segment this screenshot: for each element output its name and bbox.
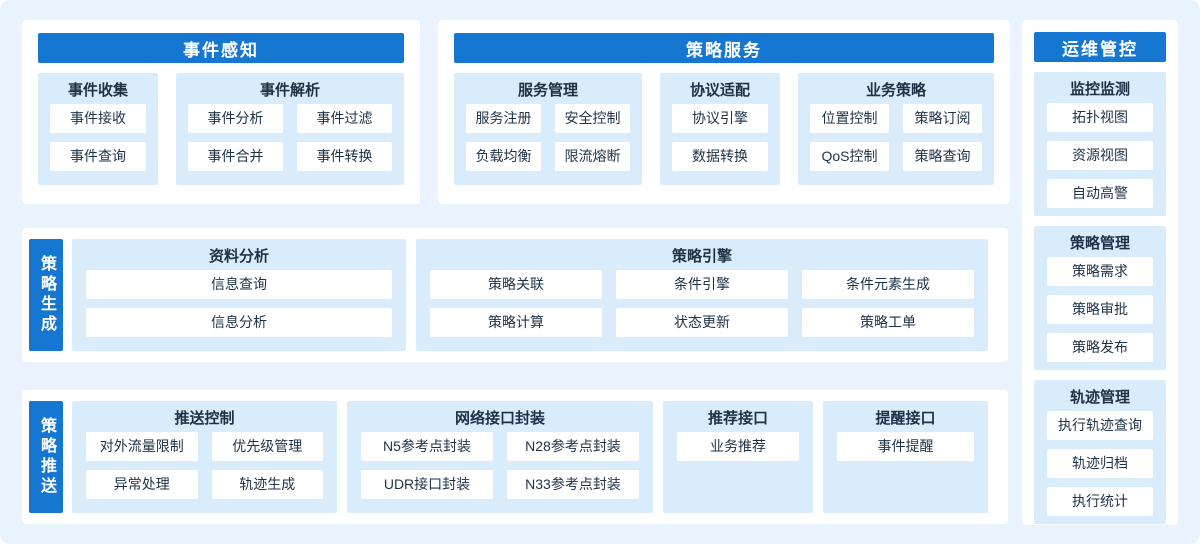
group-monitoring: 监控监测 拓扑视图 资源视图 自动高警 [1034, 72, 1166, 216]
group-event-collection: 事件收集 事件接收 事件查询 [38, 73, 158, 185]
group-policy-engine-title: 策略引擎 [671, 248, 732, 265]
panel-policy-push-label: 策略推送 [29, 401, 63, 513]
module-item: 事件合并 [188, 142, 283, 171]
group-event-parsing-title: 事件解析 [259, 82, 320, 99]
group-protocol-adaptation: 协议适配 协议引擎 数据转换 [660, 73, 780, 185]
module-item: 策略发布 [1047, 333, 1153, 362]
group-business-policy: 业务策略 位置控制 策略订阅 QoS控制 策略查询 [798, 73, 994, 185]
panel-policy-service-header: 策略服务 [454, 33, 994, 63]
module-item: 条件元素生成 [802, 270, 974, 299]
module-item: 策略工单 [802, 308, 974, 337]
panel-policy-service: 策略服务 服务管理 服务注册 安全控制 负载均衡 限流熔断 协议适配 协议引擎 … [438, 20, 1010, 204]
module-item: QoS控制 [810, 142, 889, 171]
module-item: 轨迹归档 [1047, 449, 1153, 478]
module-item: 事件提醒 [837, 432, 974, 461]
module-item: N28参考点封装 [507, 432, 639, 461]
module-item: 安全控制 [555, 104, 630, 133]
group-push-control: 推送控制 对外流量限制 优先级管理 异常处理 轨迹生成 [72, 401, 337, 513]
module-item: 业务推荐 [677, 432, 799, 461]
group-reminder-interface-title: 提醒接口 [875, 410, 936, 427]
module-item: 条件引擎 [616, 270, 788, 299]
group-protocol-adaptation-title: 协议适配 [689, 82, 750, 99]
group-monitoring-items: 拓扑视图 资源视图 自动高警 [1047, 103, 1153, 208]
module-item: 事件分析 [188, 104, 283, 133]
module-item: N5参考点封装 [361, 432, 493, 461]
group-monitoring-title: 监控监测 [1069, 81, 1130, 98]
group-event-collection-items: 事件接收 事件查询 [50, 104, 146, 171]
module-item: 轨迹生成 [211, 470, 323, 499]
group-business-policy-items: 位置控制 策略订阅 QoS控制 策略查询 [810, 104, 982, 171]
module-item: 状态更新 [616, 308, 788, 337]
group-policy-management-title: 策略管理 [1069, 235, 1130, 252]
group-service-management-items: 服务注册 安全控制 负载均衡 限流熔断 [466, 104, 630, 171]
group-event-collection-title: 事件收集 [67, 82, 128, 99]
group-reminder-interface-items: 事件提醒 [837, 432, 974, 461]
module-item: 策略计算 [430, 308, 602, 337]
group-event-parsing: 事件解析 事件分析 事件过滤 事件合并 事件转换 [176, 73, 404, 185]
group-policy-management-items: 策略需求 策略审批 策略发布 [1047, 257, 1153, 362]
panel-policy-generation-label: 策略生成 [29, 239, 63, 351]
group-data-analysis-title: 资料分析 [208, 248, 269, 265]
module-item: 事件查询 [50, 142, 146, 171]
group-network-interface: 网络接口封装 N5参考点封装 N28参考点封装 UDR接口封装 N33参考点封装 [347, 401, 653, 513]
module-item: N33参考点封装 [507, 470, 639, 499]
module-item: 事件转换 [297, 142, 392, 171]
group-recommend-interface-title: 推荐接口 [707, 410, 768, 427]
module-item: 策略审批 [1047, 295, 1153, 324]
module-item: 协议引擎 [672, 104, 768, 133]
group-business-policy-title: 业务策略 [865, 82, 926, 99]
group-trajectory-management-items: 执行轨迹查询 轨迹归档 执行统计 [1047, 411, 1153, 516]
module-item: 策略需求 [1047, 257, 1153, 286]
module-item: 负载均衡 [466, 142, 541, 171]
module-item: 异常处理 [86, 470, 198, 499]
module-item: 限流熔断 [555, 142, 630, 171]
group-policy-management: 策略管理 策略需求 策略审批 策略发布 [1034, 226, 1166, 370]
module-item: 服务注册 [466, 104, 541, 133]
module-item: 策略查询 [903, 142, 982, 171]
panel-ops-control: 运维管控 监控监测 拓扑视图 资源视图 自动高警 策略管理 策略需求 策略审批 … [1022, 20, 1178, 525]
group-push-control-items: 对外流量限制 优先级管理 异常处理 轨迹生成 [86, 432, 323, 499]
panel-policy-generation: 策略生成 资料分析 信息查询 信息分析 策略引擎 策略关联 条件引擎 条件元素生… [22, 228, 1008, 362]
group-policy-engine: 策略引擎 策略关联 条件引擎 条件元素生成 策略计算 状态更新 策略工单 [416, 239, 988, 351]
module-item: 自动高警 [1047, 179, 1153, 208]
module-item: 策略订阅 [903, 104, 982, 133]
module-item: 事件接收 [50, 104, 146, 133]
group-trajectory-management: 轨迹管理 执行轨迹查询 轨迹归档 执行统计 [1034, 380, 1166, 524]
module-item: 执行轨迹查询 [1047, 411, 1153, 440]
module-item: 位置控制 [810, 104, 889, 133]
module-item: 对外流量限制 [86, 432, 198, 461]
module-item: 数据转换 [672, 142, 768, 171]
group-service-management-title: 服务管理 [517, 82, 578, 99]
module-item: 信息分析 [86, 308, 392, 337]
group-trajectory-management-title: 轨迹管理 [1069, 389, 1130, 406]
module-item: 策略关联 [430, 270, 602, 299]
group-policy-engine-items: 策略关联 条件引擎 条件元素生成 策略计算 状态更新 策略工单 [430, 270, 974, 337]
module-item: 拓扑视图 [1047, 103, 1153, 132]
group-event-parsing-items: 事件分析 事件过滤 事件合并 事件转换 [188, 104, 392, 171]
group-protocol-adaptation-items: 协议引擎 数据转换 [672, 104, 768, 171]
panel-ops-control-body: 监控监测 拓扑视图 资源视图 自动高警 策略管理 策略需求 策略审批 策略发布 … [1034, 72, 1166, 524]
module-item: 事件过滤 [297, 104, 392, 133]
module-item: UDR接口封装 [361, 470, 493, 499]
group-network-interface-title: 网络接口封装 [454, 410, 545, 427]
panel-event-perception-body: 事件收集 事件接收 事件查询 事件解析 事件分析 事件过滤 事件合并 事件转换 [38, 73, 404, 185]
group-service-management: 服务管理 服务注册 安全控制 负载均衡 限流熔断 [454, 73, 642, 185]
group-recommend-interface: 推荐接口 业务推荐 [663, 401, 813, 513]
group-push-control-title: 推送控制 [174, 410, 235, 427]
group-data-analysis: 资料分析 信息查询 信息分析 [72, 239, 406, 351]
panel-event-perception-header: 事件感知 [38, 33, 404, 63]
group-reminder-interface: 提醒接口 事件提醒 [823, 401, 988, 513]
panel-policy-push: 策略推送 推送控制 对外流量限制 优先级管理 异常处理 轨迹生成 网络接口封装 … [22, 390, 1008, 524]
module-item: 资源视图 [1047, 141, 1153, 170]
panel-ops-control-header: 运维管控 [1034, 32, 1166, 62]
module-item: 信息查询 [86, 270, 392, 299]
group-network-interface-items: N5参考点封装 N28参考点封装 UDR接口封装 N33参考点封装 [361, 432, 639, 499]
module-item: 执行统计 [1047, 487, 1153, 516]
panel-event-perception: 事件感知 事件收集 事件接收 事件查询 事件解析 事件分析 事件过滤 事件合并 … [22, 20, 420, 204]
module-item: 优先级管理 [211, 432, 323, 461]
panel-policy-service-body: 服务管理 服务注册 安全控制 负载均衡 限流熔断 协议适配 协议引擎 数据转换 … [454, 73, 994, 185]
group-data-analysis-items: 信息查询 信息分析 [86, 270, 392, 337]
group-recommend-interface-items: 业务推荐 [677, 432, 799, 461]
